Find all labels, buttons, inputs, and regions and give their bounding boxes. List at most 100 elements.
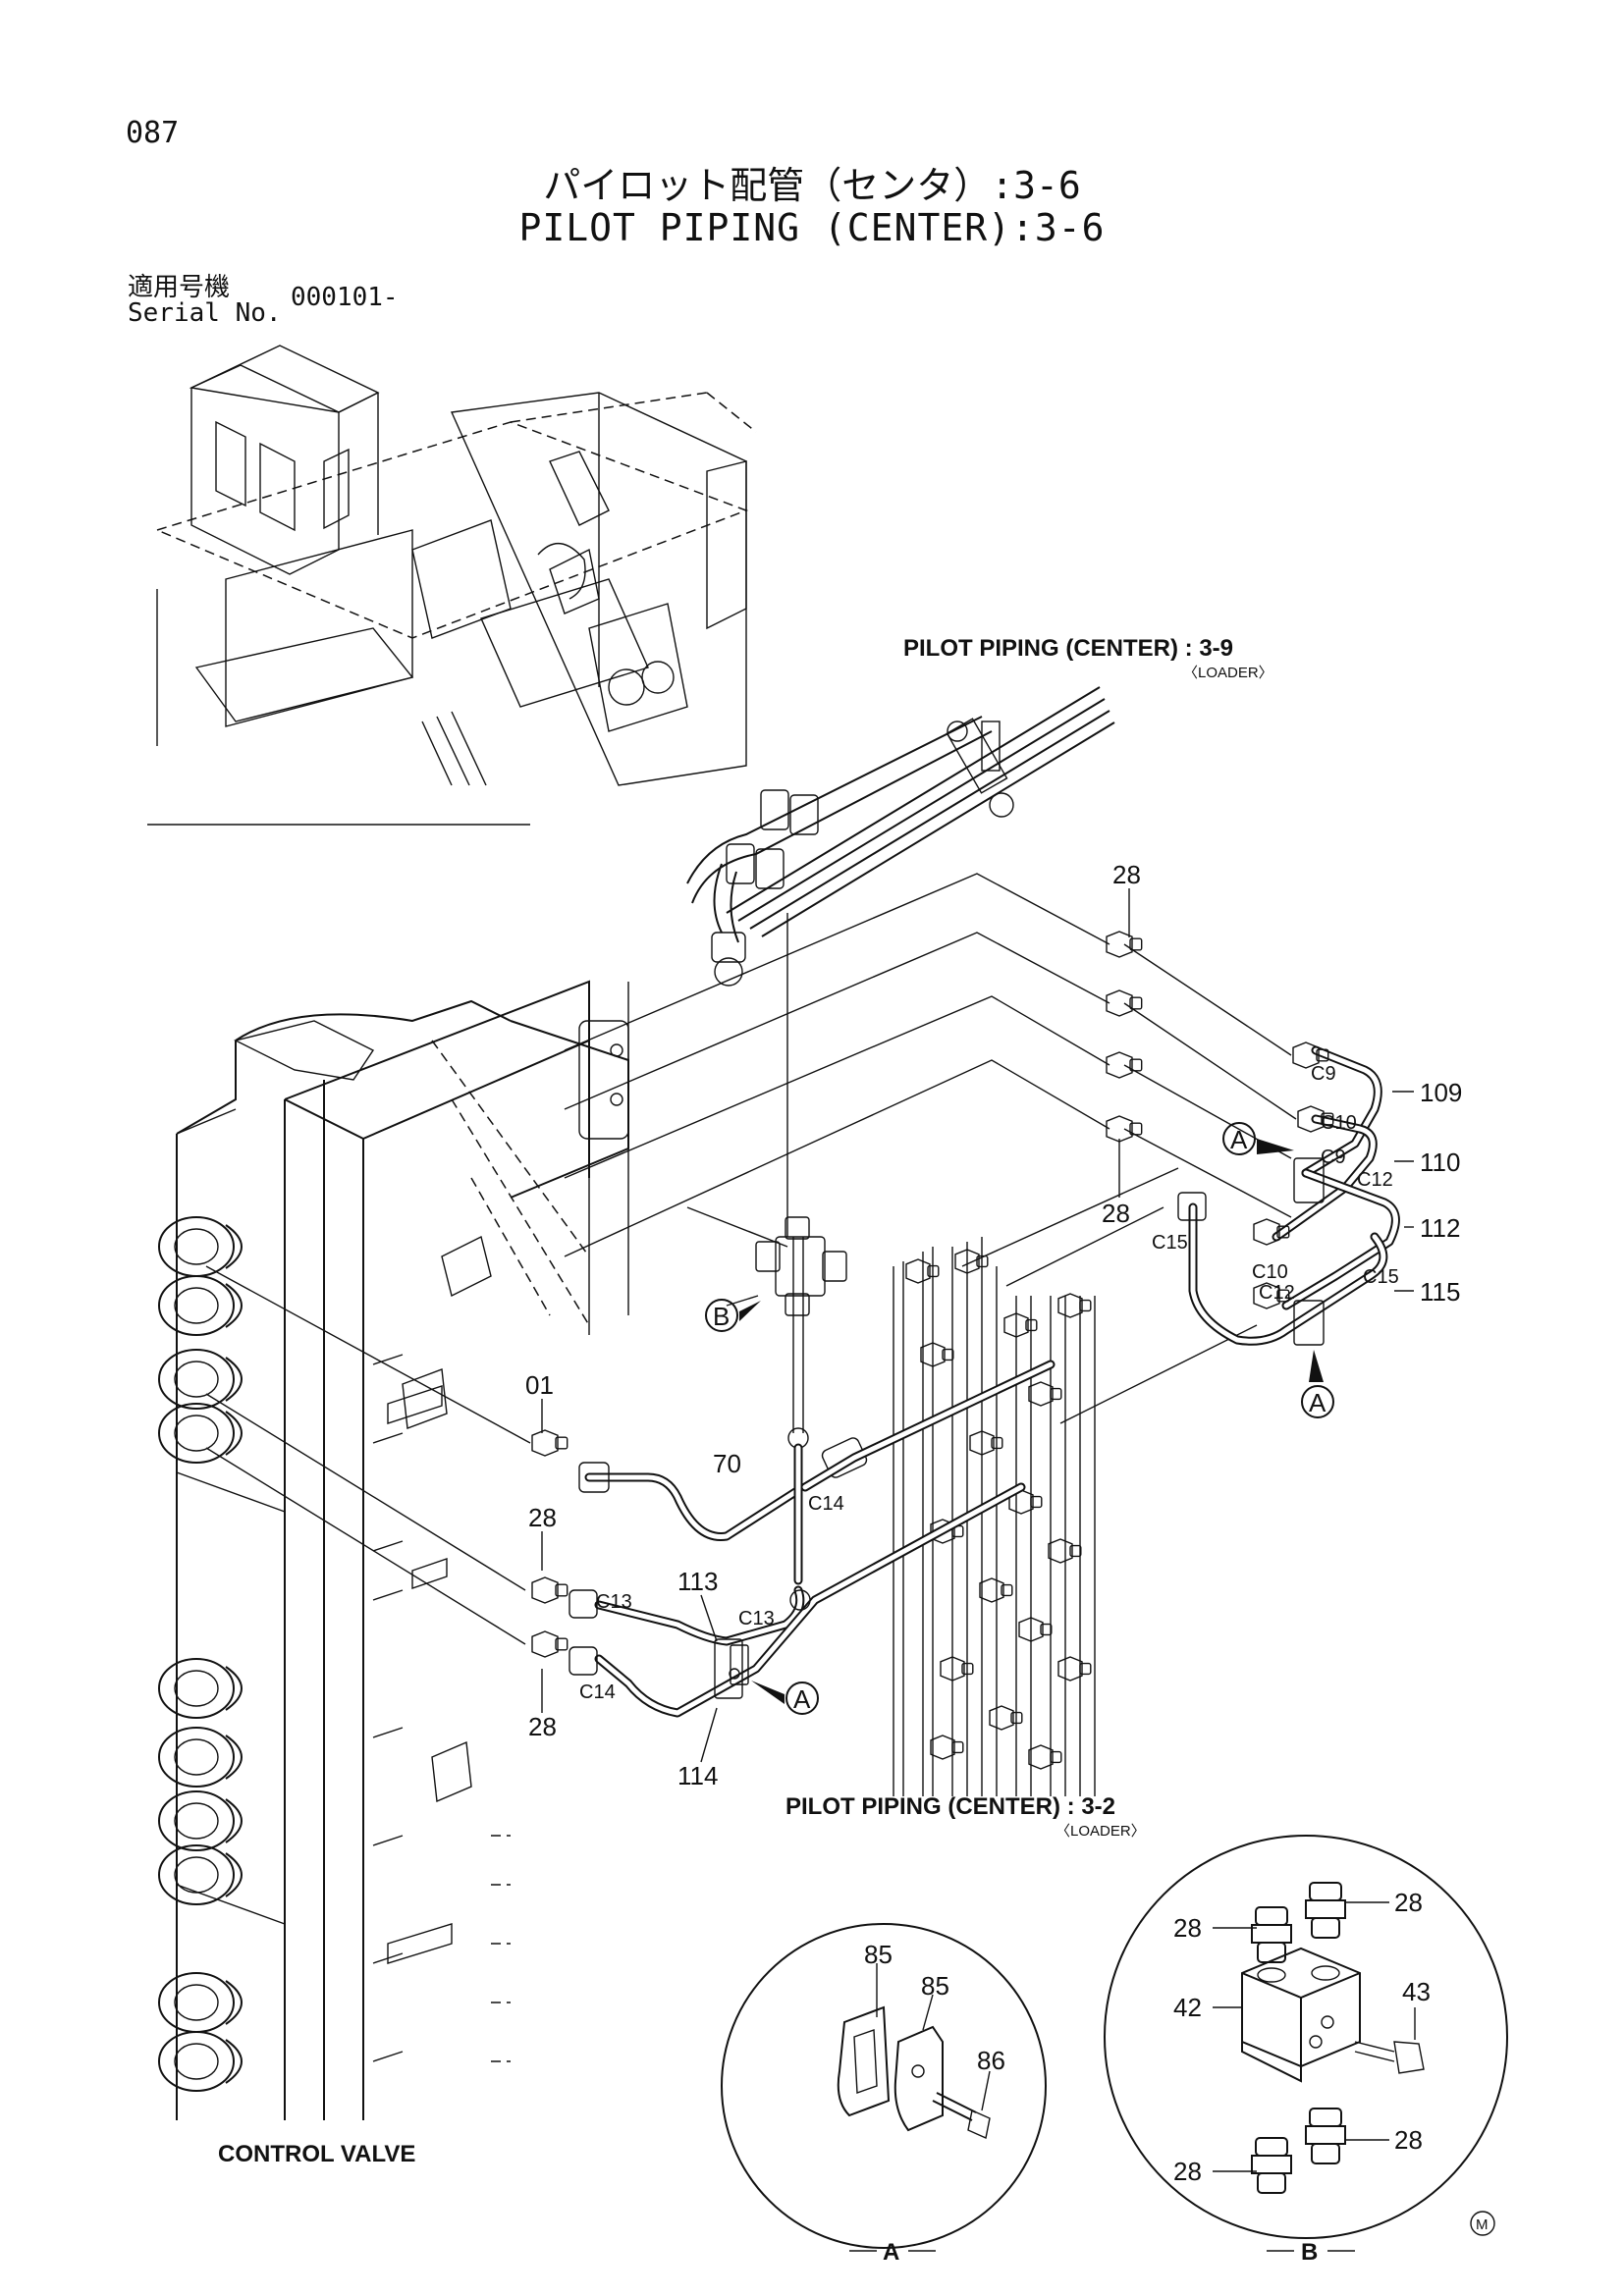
adapter-fitting [1106, 1051, 1143, 1079]
adapter-fitting [531, 1429, 568, 1457]
port-label-c13-a: C13 [596, 1591, 632, 1613]
detail-b [1104, 1835, 1508, 2252]
elbow-fitting [1028, 1381, 1062, 1407]
serial-number-value: 000101- [291, 283, 399, 312]
detail-b-part-28-top-right: 28 [1394, 1888, 1423, 1917]
valve-cap [158, 1790, 243, 1851]
reference-bottom: PILOT PIPING (CENTER) : 3-2 [785, 1793, 1115, 1820]
reference-top-sub: 〈LOADER〉 [1183, 665, 1273, 681]
serial-label-english: Serial No. [128, 298, 282, 328]
machine-overview [147, 345, 757, 826]
adapter-fitting [1106, 989, 1143, 1017]
page-number: 087 [126, 116, 180, 150]
elbow-fitting [1057, 1293, 1092, 1318]
elbow-fitting [930, 1735, 964, 1760]
pipes-109-115 [1177, 1045, 1414, 1346]
detail-b-label: B [1301, 2239, 1318, 2266]
part-label-28-upper: 28 [1102, 1199, 1130, 1228]
port-label-c12-b: C12 [1259, 1282, 1295, 1304]
port-label-c9-a: C9 [1311, 1063, 1336, 1085]
adapter-fitting [531, 1630, 568, 1658]
port-label-c15-a: C15 [1152, 1232, 1188, 1254]
reference-top: PILOT PIPING (CENTER) : 3-9 [903, 635, 1233, 662]
elbow-fitting [989, 1705, 1023, 1731]
callout-b-label: B [713, 1302, 730, 1331]
port-label-c15-b: C15 [1363, 1266, 1399, 1288]
elbow-fitting [1057, 1656, 1092, 1682]
adapter-fitting [1253, 1282, 1290, 1309]
elbow-fitting [905, 1258, 940, 1284]
detail-a [721, 1923, 1047, 2252]
title-english: PILOT PIPING (CENTER):3-6 [518, 206, 1106, 249]
detail-a-part-2: 85 [921, 1971, 949, 2001]
adapter-fitting [1106, 931, 1143, 958]
port-label-c10-b: C10 [1252, 1261, 1288, 1283]
part-label-01: 01 [525, 1370, 554, 1400]
port-label-c9-b: C9 [1321, 1147, 1346, 1168]
pipes-113-114 [568, 1482, 1026, 1718]
port-label-c14-a: C14 [808, 1493, 844, 1515]
valve-cap [158, 1658, 243, 1719]
valve-cap [158, 1403, 243, 1464]
elbow-fitting [1018, 1617, 1053, 1642]
valve-cap [158, 1349, 243, 1410]
part-label-112: 112 [1420, 1213, 1460, 1243]
valve-cap [158, 1972, 243, 2033]
reference-bottom-sub: 〈LOADER〉 [1056, 1823, 1146, 1840]
detail-b-adapter [1305, 1882, 1346, 1939]
cv-leaders [205, 1265, 531, 1645]
elbow-fitting [1028, 1744, 1062, 1770]
port-label-c14-b: C14 [579, 1682, 616, 1703]
valve-cap [158, 2031, 243, 2092]
part-label-115: 115 [1420, 1277, 1460, 1307]
valve-cap [158, 1844, 243, 1905]
block-b-assembly [726, 1216, 847, 1316]
elbow-fitting [969, 1430, 1003, 1456]
valve-cap [158, 1275, 243, 1336]
detail-b-adapter [1251, 2137, 1292, 2194]
valve-cap [158, 1727, 243, 1788]
adapter-fitting [1253, 1218, 1290, 1246]
part-label-110: 110 [1420, 1148, 1460, 1177]
detail-b-adapter [1251, 1906, 1292, 1963]
elbow-fitting [920, 1342, 954, 1367]
callout-a-right: A [1301, 1350, 1334, 1418]
part-label-70: 70 [713, 1449, 741, 1478]
adapter-fitting [531, 1576, 568, 1604]
part-label-114: 114 [677, 1761, 718, 1790]
serial-label-japanese: 適用号機 [128, 273, 231, 302]
upper-pipe-bundle [686, 686, 1115, 987]
vertical-pipe-bundle [893, 1167, 1258, 1796]
control-valve [158, 980, 629, 2120]
callout-b: B [705, 1299, 761, 1332]
detail-b-part-28-bottom-right: 28 [1394, 2125, 1423, 2155]
pipe-70 [578, 1237, 1056, 1585]
valve-cap [158, 1216, 243, 1277]
title-japanese: パイロット配管（センタ）:3-6 [543, 164, 1081, 207]
m-mark-circle [1470, 2211, 1495, 2236]
routing-lines [564, 873, 1297, 1257]
port-label-c13-b: C13 [738, 1608, 775, 1629]
port-label-c12-a: C12 [1357, 1169, 1393, 1191]
part-label-28-middle: 28 [528, 1503, 557, 1532]
m-mark: M [1476, 2216, 1489, 2233]
elbow-fitting [954, 1249, 989, 1274]
part-label-28-lower: 28 [528, 1712, 557, 1741]
fittings [531, 931, 1334, 1658]
detail-a-part-3: 86 [977, 2046, 1005, 2075]
elbow-fitting [1048, 1538, 1082, 1564]
detail-b-part-28-top-left: 28 [1173, 1913, 1202, 1943]
adapter-fitting [1297, 1105, 1334, 1133]
elbow-fitting [940, 1656, 974, 1682]
detail-b-part-43: 43 [1402, 1977, 1431, 2006]
callout-a-lower-label: A [793, 1684, 811, 1714]
detail-b-part-42: 42 [1173, 1993, 1202, 2022]
part-label-109: 109 [1420, 1078, 1462, 1107]
callout-a-upper-label: A [1230, 1125, 1248, 1154]
detail-a-part-1: 85 [864, 1940, 893, 1969]
callout-a-right-label: A [1309, 1388, 1326, 1417]
callout-a-upper: A [1222, 1122, 1294, 1155]
port-label-c10-a: C10 [1321, 1112, 1357, 1134]
adapter-fitting [1292, 1041, 1329, 1069]
